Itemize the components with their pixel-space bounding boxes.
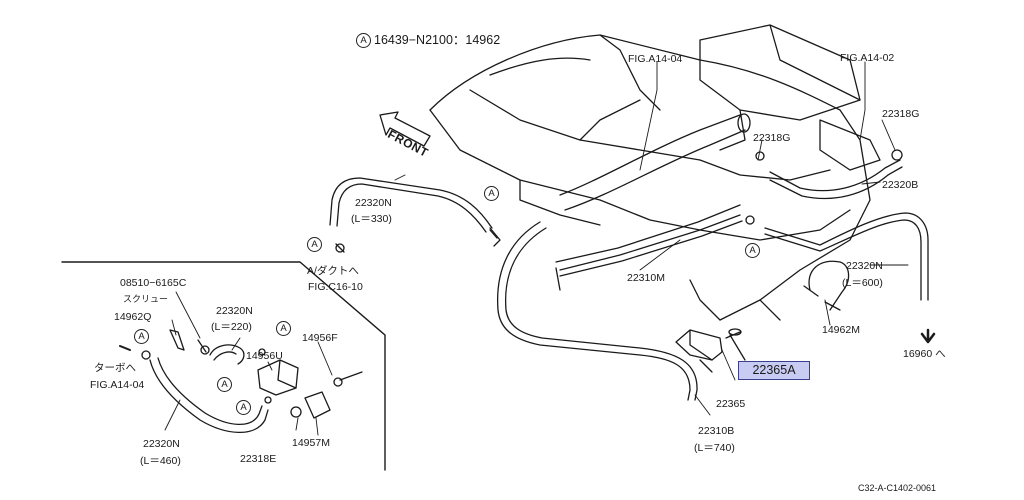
fig-ref-duct: FIG.C16-10 [308, 281, 363, 293]
inset-part-22320N-mid: 22320N [216, 305, 253, 317]
bolt-22365A [725, 328, 746, 361]
inset-part-14956U: 14956U [246, 350, 283, 362]
air-box [699, 24, 881, 171]
arrow-16960 [920, 328, 936, 344]
inset-part-14957M: 14957M [292, 437, 330, 449]
inset-part-08510: 08510−6165C [120, 277, 187, 289]
part-22320N-top-length: (L＝330) [351, 213, 392, 225]
hose-22320N-600 [764, 212, 929, 301]
part-16960: 16960 へ [903, 348, 946, 360]
inset-part-22320N-low: 22320N [143, 438, 180, 450]
part-22365: 22365 [716, 398, 746, 410]
inset-part-22320N-mid-length: (L＝220) [211, 321, 252, 333]
inset-frame [61, 261, 386, 471]
part-22310B-length: (L＝740) [694, 442, 735, 454]
part-22318G-a: 22318G [753, 132, 791, 144]
fig-ref-top-right: FIG.A14-02 [840, 52, 895, 64]
inset-fig-ref-turbo: FIG.A14-04 [90, 379, 145, 391]
part-22310M: 22310M [627, 272, 665, 284]
marker-a-5: A [276, 321, 291, 336]
inset-note-turbo: ターボへ [94, 362, 136, 374]
part-14962M: 14962M [822, 324, 860, 336]
part-22320N-right-length: (L＝600) [842, 277, 883, 289]
bracket-22365 [675, 329, 723, 373]
inset-part-22320N-low-length: (L＝460) [140, 455, 181, 467]
inset-leader-lines [164, 291, 333, 436]
clip-14962M [803, 260, 850, 311]
part-22310B: 22310B [698, 425, 735, 437]
marker-a-7: A [236, 400, 251, 415]
inset-part-14956F: 14956F [302, 332, 338, 344]
drawing-code: C32-A-C1402-0061 [858, 483, 937, 493]
note-duct: A/ダクトへ [307, 265, 359, 277]
pipe-bundle-22310M [555, 204, 743, 291]
hose-22320N-330 [329, 177, 498, 239]
part-22320B: 22320B [882, 179, 919, 191]
part-22365A-highlighted[interactable]: 22365A [738, 361, 810, 380]
inset-part-22318E: 22318E [240, 453, 277, 465]
inset-parts [119, 329, 363, 433]
marker-a-2: A [307, 237, 322, 252]
legend-text: 16439−N2100：14962 [374, 33, 501, 47]
marker-a-4: A [134, 329, 149, 344]
intake-pipe [559, 113, 751, 211]
hose-22320B [769, 159, 903, 200]
inset-note-screw: スクリュー [123, 294, 169, 304]
legend-marker: A [356, 33, 371, 49]
part-22320N-right: 22320N [846, 260, 883, 272]
engine-block-outline [429, 34, 871, 321]
hose-22310B [496, 221, 698, 401]
leader-lines [394, 61, 909, 416]
marker-a-6: A [217, 377, 232, 392]
marker-a-1: A [484, 186, 499, 201]
front-arrow [379, 111, 431, 147]
part-22318G-b: 22318G [882, 108, 920, 120]
inset-part-14962Q: 14962Q [114, 311, 152, 323]
fig-ref-top: FIG.A14-04 [628, 53, 683, 65]
part-22320N-top: 22320N [355, 197, 392, 209]
marker-a-3: A [745, 243, 760, 258]
fittings [335, 149, 903, 253]
